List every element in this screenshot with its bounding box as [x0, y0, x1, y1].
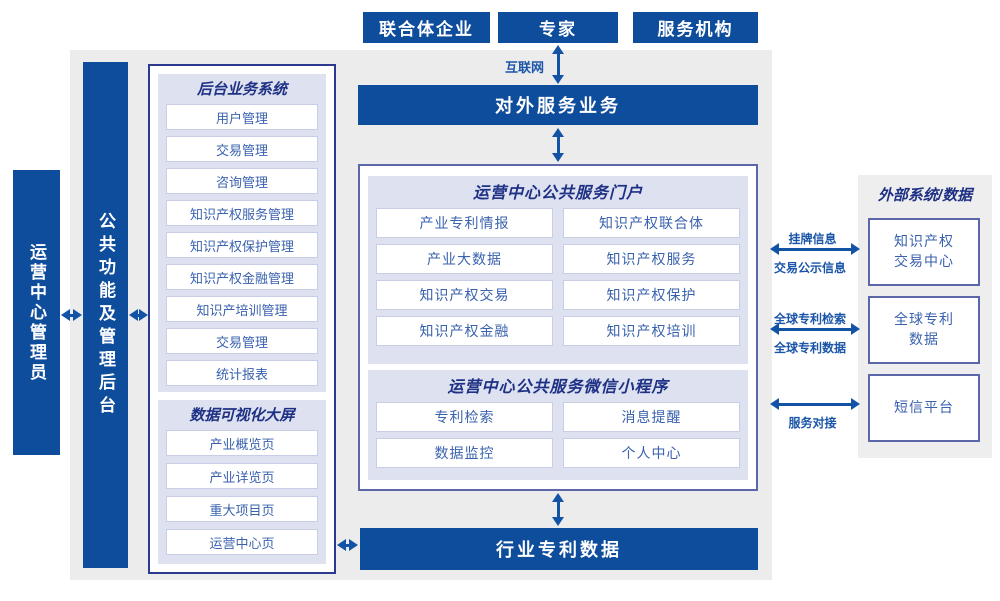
- connector-sms-platform-arrow-icon: [770, 398, 860, 410]
- link-label-listing-info: 挂牌信息: [788, 232, 837, 246]
- portal-item: 产业大数据: [376, 244, 553, 274]
- portal-item: 知识产权交易: [376, 280, 553, 310]
- connector-portal-industrydata-arrow-icon: [552, 493, 564, 526]
- backoffice-item: 知识产培训管理: [166, 296, 318, 322]
- actor-expert-label: 专家: [539, 20, 577, 39]
- actor-consortium-enterprise-label: 联合体企业: [379, 20, 474, 39]
- backoffice-item: 知识产权服务管理: [166, 200, 318, 226]
- portal-item: 知识产权保护: [563, 280, 740, 310]
- public-portal-panel: 运营中心公共服务门户 产业专利情报 知识产权联合体 产业大数据 知识产权服务 知…: [368, 176, 748, 364]
- backoffice-item: 知识产权保护管理: [166, 232, 318, 258]
- portal-item: 知识产权培训: [563, 316, 740, 346]
- mini-program-item: 专利检索: [376, 402, 553, 432]
- connector-backend-leftbox-arrow-icon: [129, 309, 148, 321]
- link-label-service-connection: 服务对接: [788, 416, 837, 430]
- mini-program-items: 专利检索 消息提醒 数据监控 个人中心: [368, 400, 748, 476]
- backoffice-item: 交易管理: [166, 328, 318, 354]
- operator-admin-label: 运营中心管理员: [27, 242, 46, 383]
- actor-service-agency: 服务机构: [633, 12, 758, 43]
- connector-leftbox-industrydata-arrow-icon: [337, 539, 358, 551]
- industry-patent-data-bar: 行业专利数据: [360, 528, 758, 570]
- public-portal-title: 运营中心公共服务门户: [472, 185, 643, 202]
- backoffice-system-title: 后台业务系统: [196, 80, 287, 98]
- backoffice-system-panel: 后台业务系统 用户管理 交易管理 咨询管理 知识产权服务管理 知识产权保护管理 …: [158, 74, 326, 392]
- dashboard-item: 运营中心页: [166, 529, 318, 555]
- connector-global-patent-arrow-icon: [770, 323, 860, 335]
- portal-item: 知识产权服务: [563, 244, 740, 274]
- dashboard-item: 产业概览页: [166, 430, 318, 456]
- backoffice-system-items: 用户管理 交易管理 咨询管理 知识产权服务管理 知识产权保护管理 知识产权金融管…: [158, 102, 326, 394]
- mini-program-item: 消息提醒: [563, 402, 740, 432]
- external-box-ip-trading-center: 知识产权 交易中心: [868, 218, 980, 286]
- connector-admin-backend-arrow-icon: [61, 309, 82, 321]
- actor-expert: 专家: [498, 12, 618, 43]
- internet-label: 互联网: [504, 60, 544, 75]
- mini-program-panel: 运营中心公共服务微信小程序 专利检索 消息提醒 数据监控 个人中心: [368, 370, 748, 480]
- external-systems-title: 外部系统/数据: [877, 186, 973, 204]
- public-functions-backend-bar: 公共功能及管理后台: [83, 62, 128, 568]
- data-dashboard-panel: 数据可视化大屏 产业概览页 产业详览页 重大项目页 运营中心页: [158, 400, 326, 564]
- operator-admin-bar: 运营中心管理员: [13, 170, 60, 455]
- link-label-global-patent-search: 全球专利检索: [773, 312, 846, 326]
- dashboard-item: 重大项目页: [166, 496, 318, 522]
- external-service-bar-label: 对外服务业务: [495, 96, 621, 116]
- link-label-trade-publicity-info: 交易公示信息: [773, 261, 846, 275]
- mini-program-item: 数据监控: [376, 438, 553, 468]
- mini-program-title: 运营中心公共服务微信小程序: [447, 379, 669, 396]
- portal-item: 知识产权联合体: [563, 208, 740, 238]
- data-dashboard-title: 数据可视化大屏: [189, 406, 295, 424]
- external-box-sms-platform: 短信平台: [868, 374, 980, 442]
- backoffice-item: 交易管理: [166, 136, 318, 162]
- backoffice-item: 统计报表: [166, 360, 318, 386]
- backoffice-item: 用户管理: [166, 104, 318, 130]
- actor-service-agency-label: 服务机构: [657, 20, 734, 39]
- dashboard-item: 产业详览页: [166, 463, 318, 489]
- industry-patent-data-bar-label: 行业专利数据: [496, 540, 622, 560]
- connector-internet-arrow-icon: [552, 45, 564, 84]
- external-box-global-patent-data: 全球专利 数据: [868, 296, 980, 364]
- connector-band-portal-arrow-icon: [552, 128, 564, 162]
- backoffice-item: 咨询管理: [166, 168, 318, 194]
- data-dashboard-items: 产业概览页 产业详览页 重大项目页 运营中心页: [158, 428, 326, 563]
- mini-program-item: 个人中心: [563, 438, 740, 468]
- portal-item: 产业专利情报: [376, 208, 553, 238]
- connector-trading-center-arrow-icon: [770, 243, 860, 255]
- portal-item: 知识产权金融: [376, 316, 553, 346]
- backoffice-item: 知识产权金融管理: [166, 264, 318, 290]
- external-service-bar: 对外服务业务: [358, 85, 758, 125]
- public-functions-backend-label: 公共功能及管理后台: [96, 211, 115, 419]
- actor-consortium-enterprise: 联合体企业: [363, 12, 490, 43]
- link-label-global-patent-data: 全球专利数据: [773, 341, 846, 355]
- public-portal-items: 产业专利情报 知识产权联合体 产业大数据 知识产权服务 知识产权交易 知识产权保…: [368, 206, 748, 354]
